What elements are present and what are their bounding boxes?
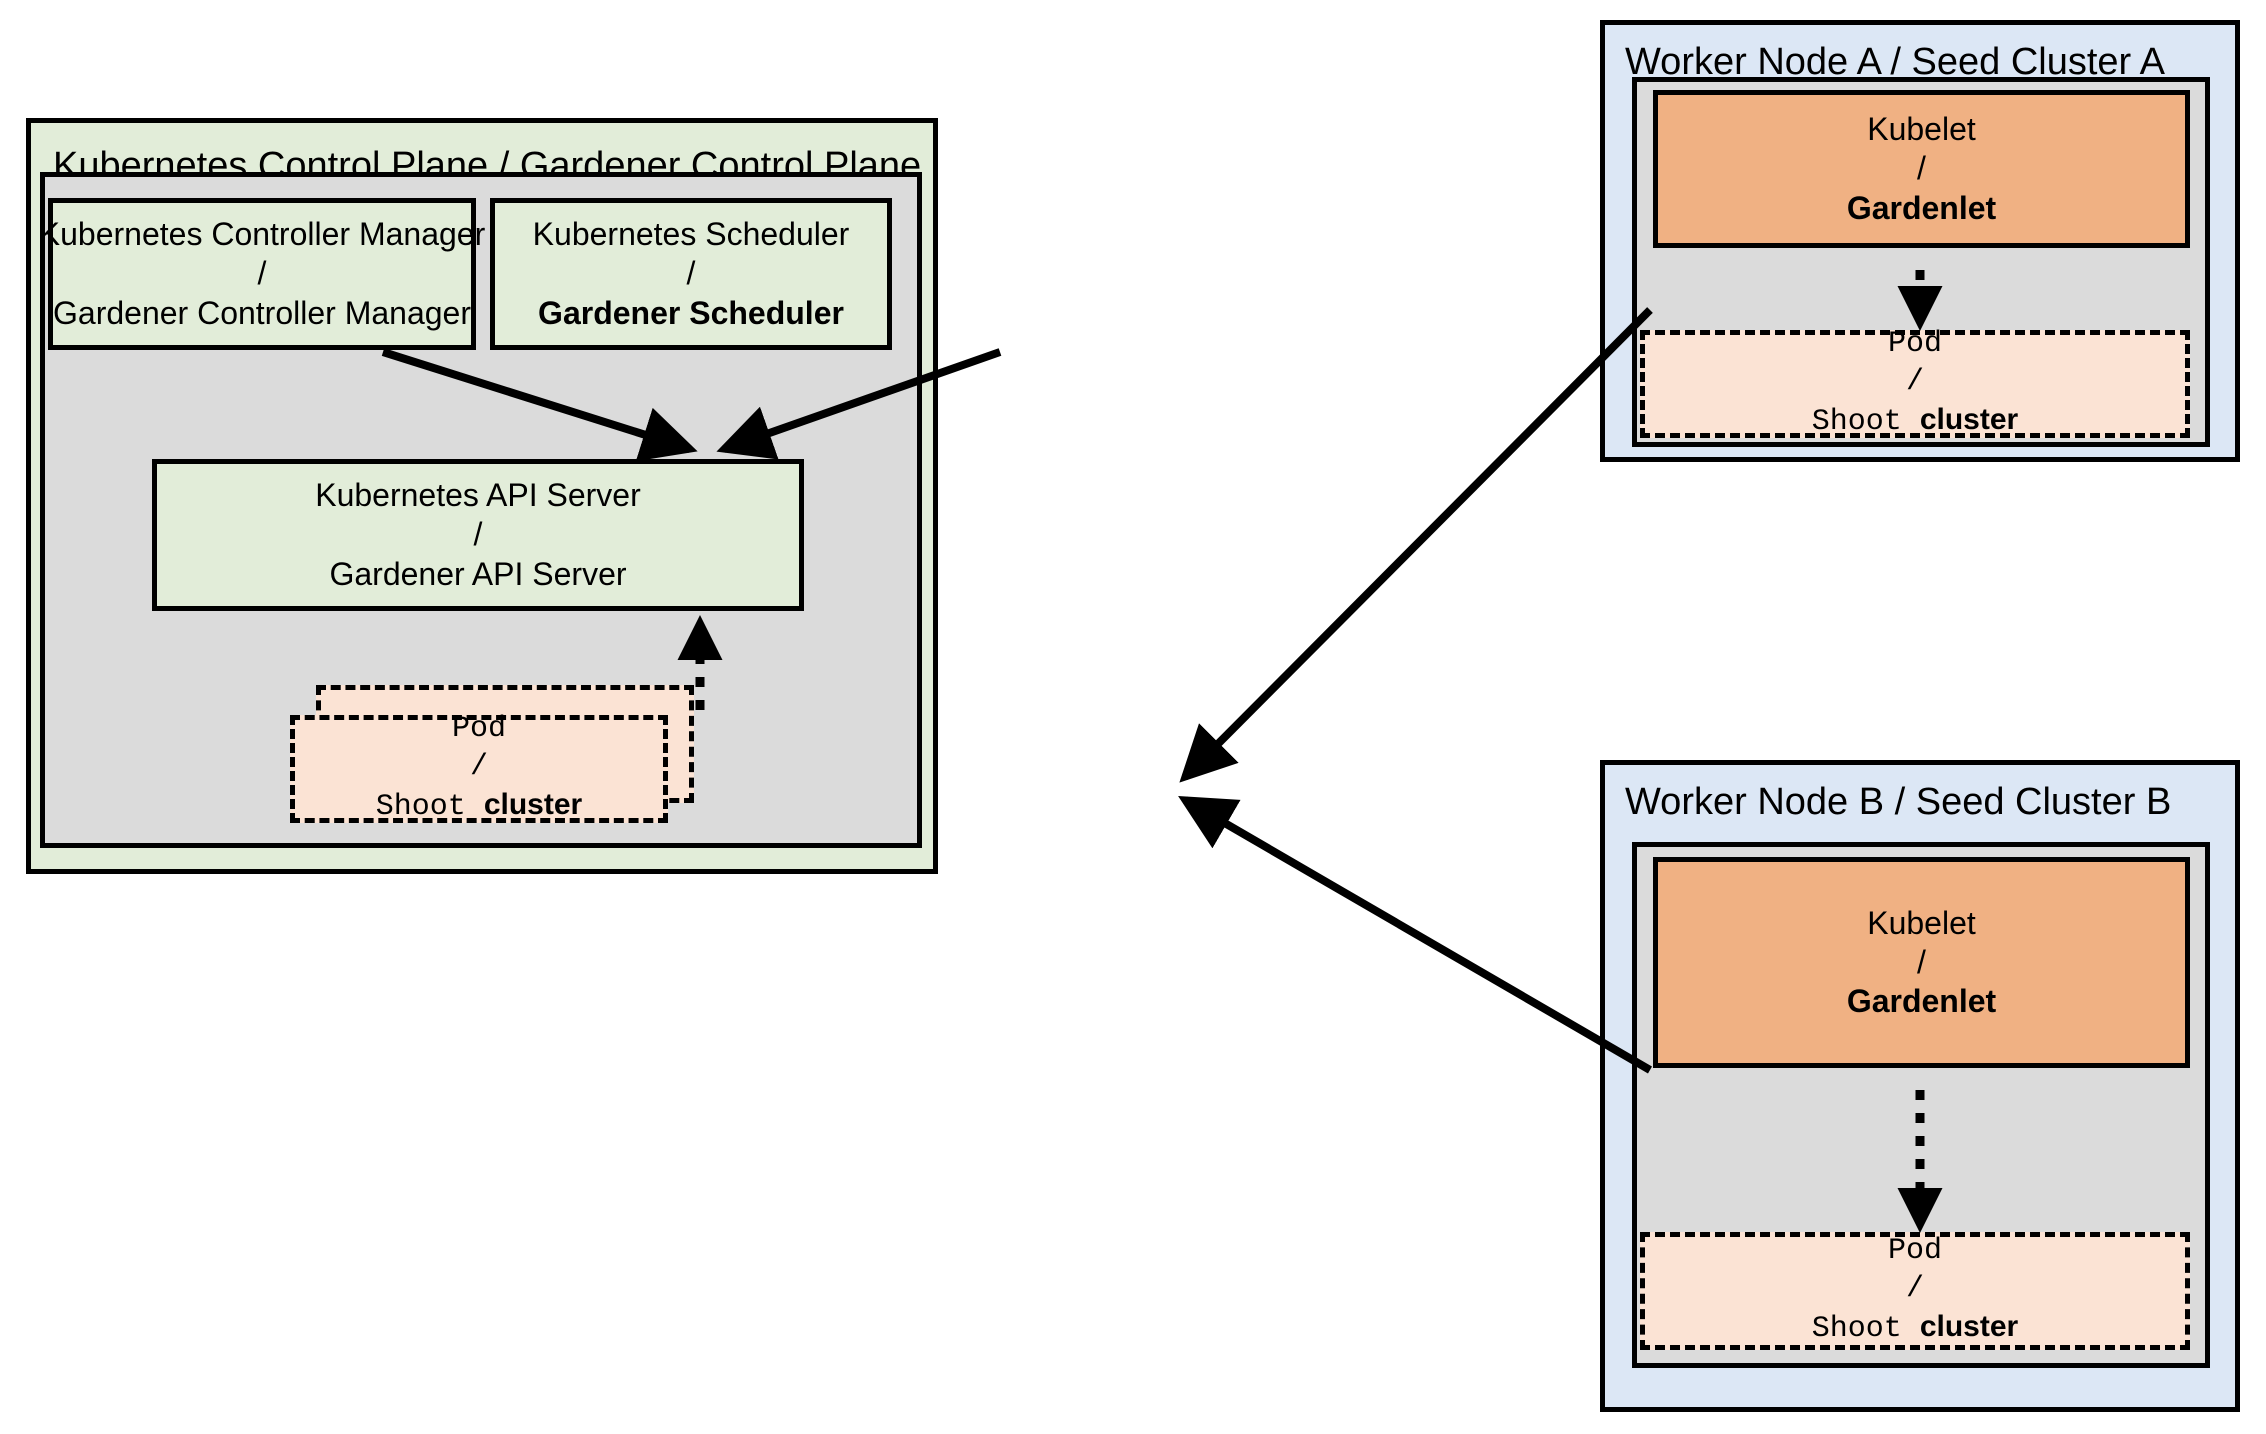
worker-node-b-pod-line2-bold: cluster	[1919, 1310, 2019, 1344]
scheduler-line2: Gardener Scheduler	[538, 294, 844, 331]
control-plane-pod-line2-bold: cluster	[483, 788, 583, 822]
worker-node-a-kubelet-line2: Gardenlet	[1846, 189, 1997, 226]
control-plane-pod-separator: /	[469, 749, 488, 784]
control-plane-pod-box: Pod / Shoot cluster	[290, 712, 668, 824]
worker-node-a-pod-line2-bold: cluster	[1919, 403, 2019, 437]
api-server-separator: /	[473, 516, 483, 553]
worker-node-a-pod-separator: /	[1905, 364, 1924, 399]
arrow-gardenlet-b-to-api-server	[1178, 795, 1653, 1074]
worker-node-b-kubelet-line1: Kubelet	[1867, 904, 1976, 941]
worker-node-b-pod-line2-mono: Shoot	[1811, 1312, 1920, 1347]
worker-node-b-pod-line1: Pod	[1887, 1234, 1942, 1269]
worker-node-b-title: Worker Node B / Seed Cluster B	[1625, 781, 2172, 823]
worker-node-a-pod-line2-mono: Shoot	[1811, 405, 1920, 440]
worker-node-a-pod-line1: Pod	[1887, 327, 1942, 362]
control-plane-pod-line2: Shoot cluster	[376, 786, 582, 827]
worker-node-a-pod-box: Pod / Shoot cluster	[1640, 327, 2190, 439]
controller-manager-separator: /	[257, 255, 267, 292]
controller-manager-line2: Gardener Controller Manager	[53, 294, 471, 331]
worker-node-b-pod-box: Pod / Shoot cluster	[1640, 1232, 2190, 1350]
worker-node-a-title: Worker Node A / Seed Cluster A	[1625, 41, 2166, 83]
worker-node-b-pod-separator: /	[1905, 1271, 1924, 1306]
worker-node-a-pod-line2: Shoot cluster	[1812, 401, 2018, 442]
api-server-line1: Kubernetes API Server	[315, 477, 641, 514]
scheduler-separator: /	[686, 255, 696, 292]
control-plane-pod-line1: Pod	[451, 712, 506, 747]
worker-node-b-kubelet-box: Kubelet / Gardenlet	[1653, 857, 2190, 1068]
worker-node-b-kubelet-separator: /	[1917, 943, 1926, 980]
kubernetes-api-server-box: Kubernetes API Server / Gardener API Ser…	[152, 459, 804, 611]
control-plane-pod-line2-mono: Shoot	[375, 790, 484, 825]
controller-manager-line1: Kubernetes Controller Manager	[38, 216, 486, 253]
arrow-gardenlet-a-to-api-server	[1179, 307, 1653, 783]
worker-node-b-kubelet-line2: Gardenlet	[1846, 983, 1997, 1020]
worker-node-a-kubelet-line1: Kubelet	[1867, 111, 1976, 148]
api-server-line2: Gardener API Server	[329, 555, 627, 592]
worker-node-b-pod-line2: Shoot cluster	[1812, 1308, 2018, 1349]
worker-node-a-kubelet-box: Kubelet / Gardenlet	[1653, 90, 2190, 248]
worker-node-a-kubelet-separator: /	[1917, 150, 1926, 187]
kubernetes-controller-manager-box: Kubernetes Controller Manager / Gardener…	[39, 198, 485, 350]
kubernetes-scheduler-box: Kubernetes Scheduler / Gardener Schedule…	[490, 198, 892, 350]
scheduler-line1: Kubernetes Scheduler	[532, 216, 850, 253]
